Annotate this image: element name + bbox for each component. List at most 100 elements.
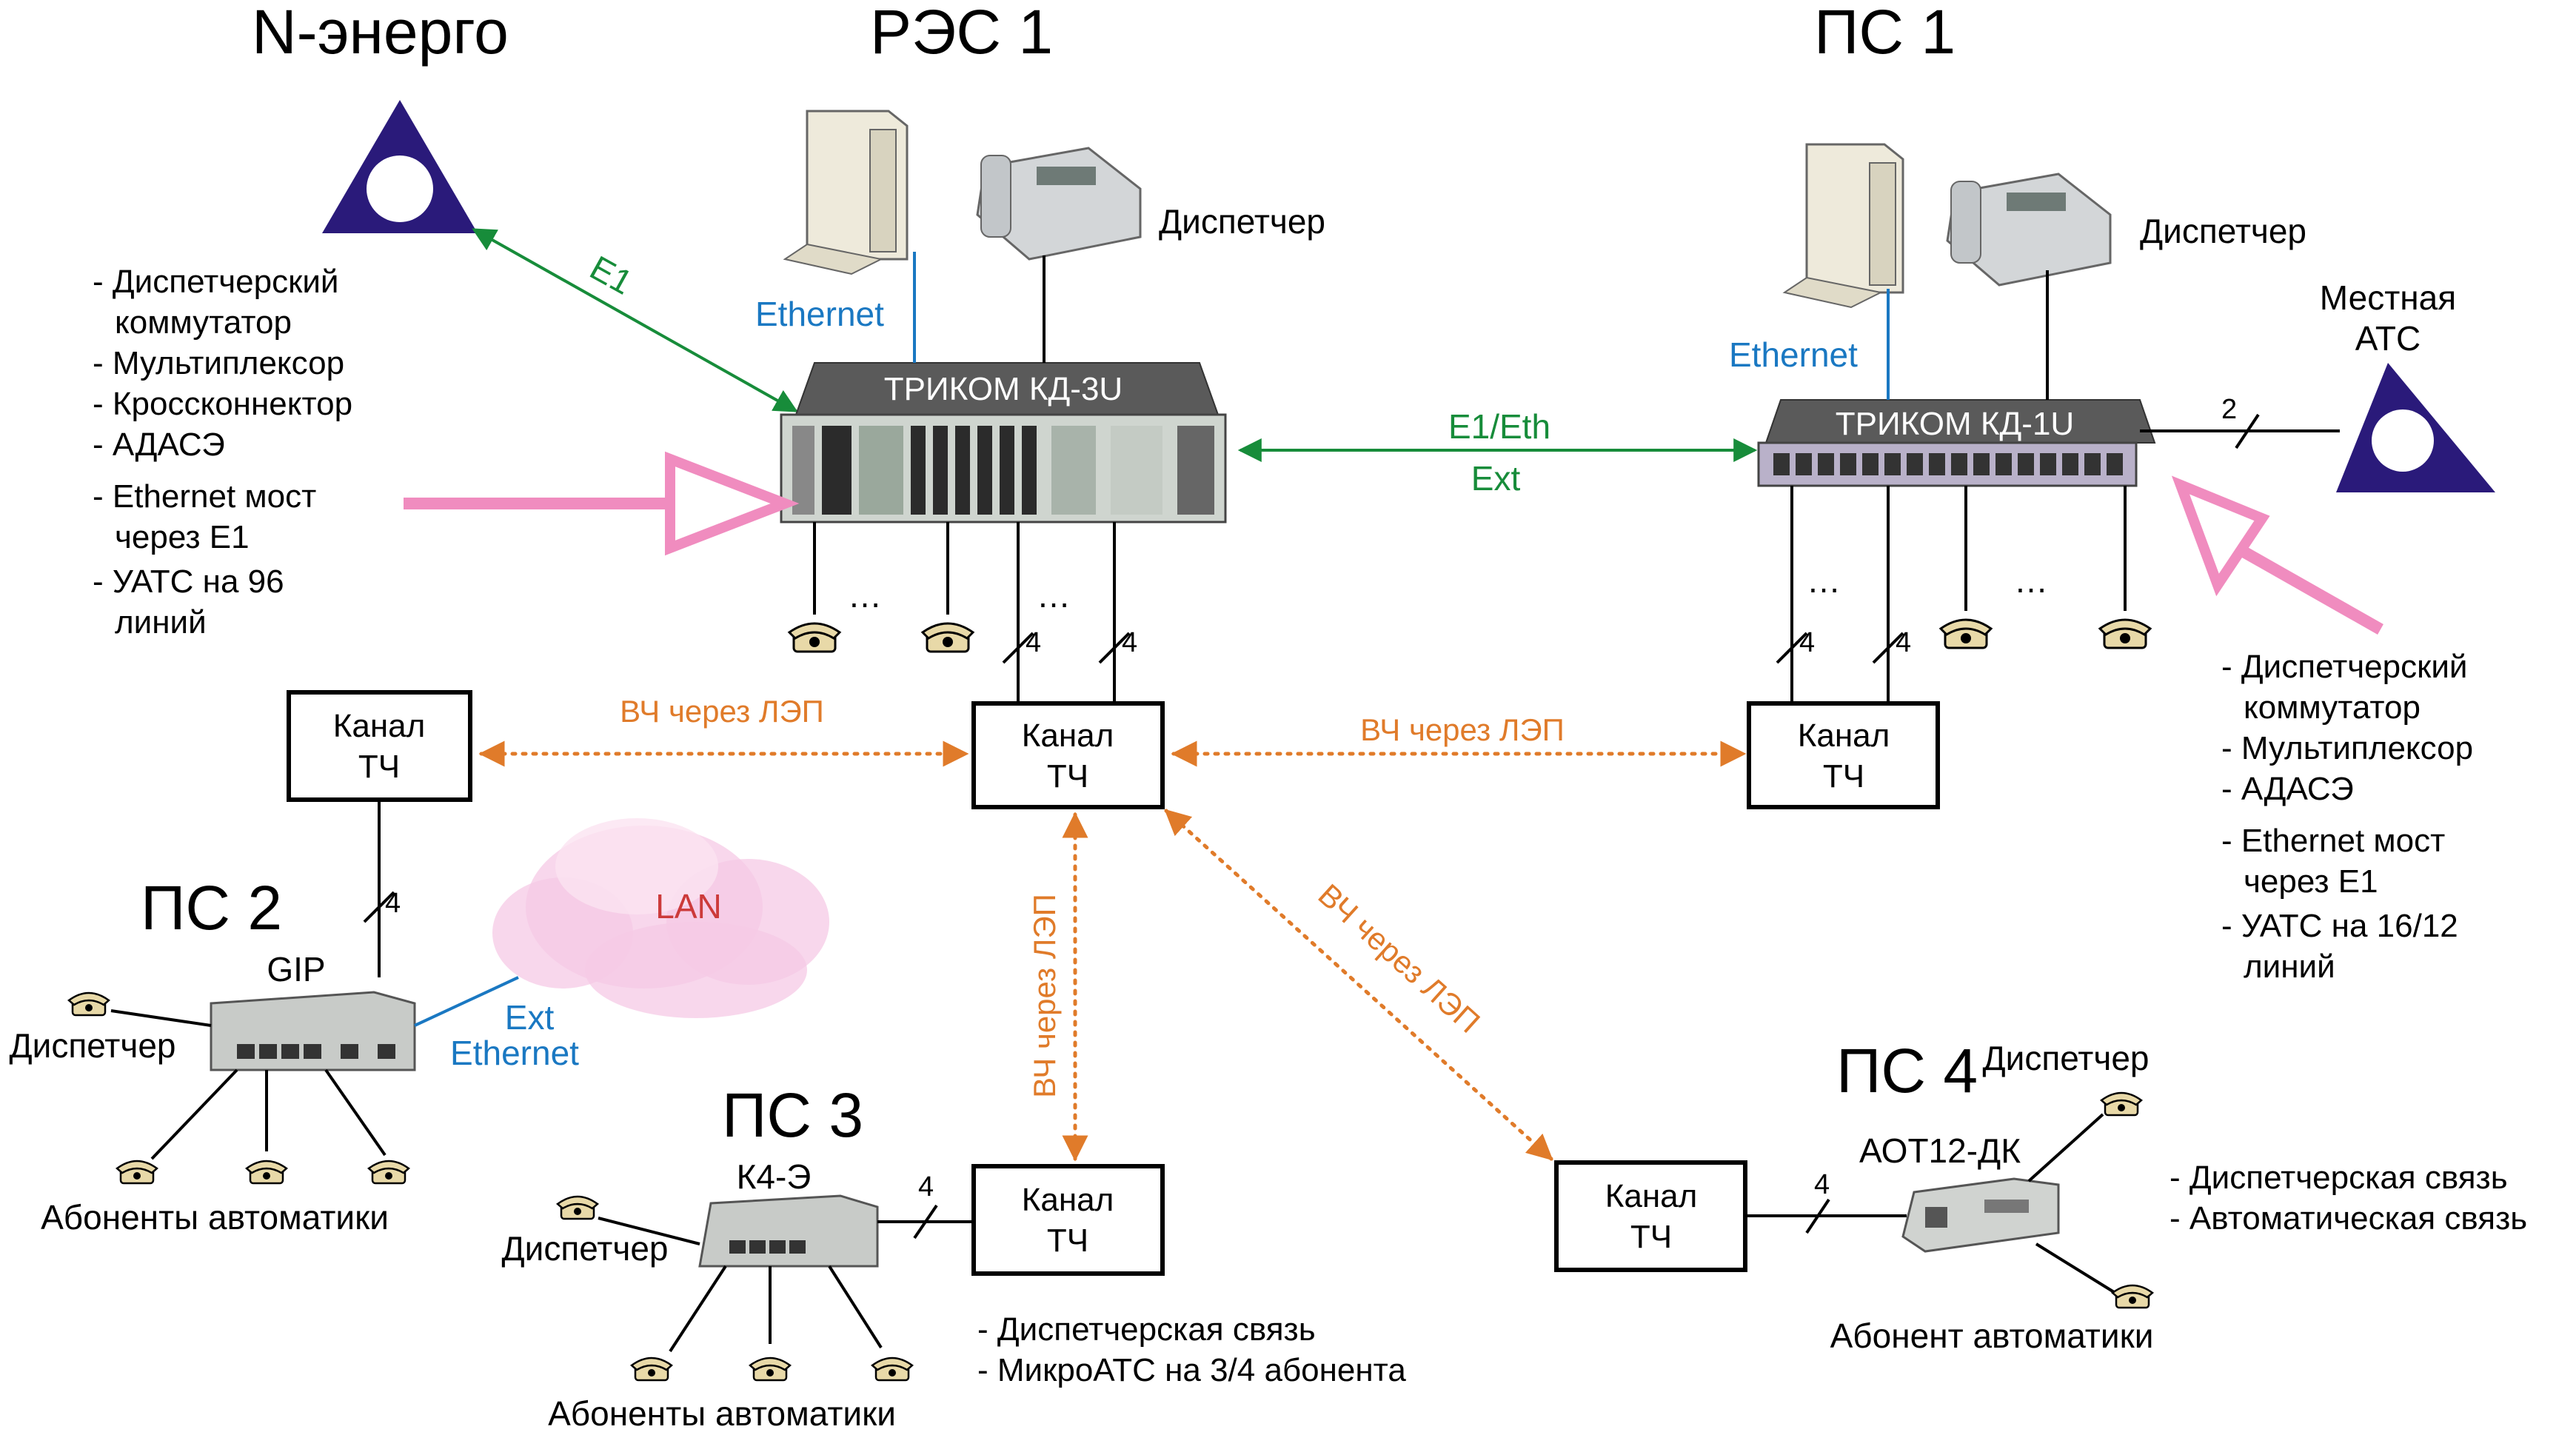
- ps2-channel-line-count: 4: [385, 888, 401, 919]
- aot-label: АОТ12-ДК: [1859, 1131, 2021, 1170]
- channel-box-label: Канал: [1605, 1178, 1698, 1214]
- vch-link-ps2-label: ВЧ через ЛЭП: [620, 694, 824, 729]
- kd3u-feature: - АДАСЭ: [93, 427, 225, 463]
- phone-icon: [556, 1195, 599, 1220]
- ps2-ethernet-label: Ethernet: [450, 1034, 579, 1072]
- ps3-subscriber-line: [669, 1265, 727, 1353]
- kd1u-feature: - Диспетчерский: [2221, 649, 2468, 685]
- phone-icon: [871, 1357, 914, 1382]
- kd1u-feature: коммутатор: [2244, 689, 2421, 726]
- channel-box-label: ТЧ: [358, 749, 400, 785]
- kd3u-channel-line-1-tick: [1002, 632, 1034, 664]
- vch-link-ps3-label: ВЧ через ЛЭП: [1027, 894, 1062, 1098]
- local-ats-label-1: Местная: [2320, 278, 2456, 317]
- ps3-dispatcher-line: [598, 1217, 700, 1245]
- trikom-kd3u-device: [780, 362, 1227, 524]
- site-title-ps1: ПС 1: [1814, 0, 1956, 67]
- ps4-channel-line-count: 4: [1814, 1169, 1830, 1200]
- local-ats-label-2: АТС: [2355, 319, 2421, 358]
- kd1u-feature: линий: [2244, 949, 2335, 985]
- trikom-kd1u-device: [1757, 399, 2156, 487]
- ps2-ethernet-line: [414, 976, 519, 1027]
- kd1u-channel-line-2-tick: [1872, 632, 1904, 664]
- ps4-channel-line-tick: [1805, 1198, 1830, 1234]
- channel-box-label: ТЧ: [1630, 1219, 1672, 1255]
- kd1u-feature-list: - Диспетчерский коммутатор - Мультиплекс…: [2221, 649, 2473, 985]
- ps3-channel-line-tick: [913, 1204, 938, 1240]
- ps2-dispatcher-label: Диспетчер: [9, 1026, 175, 1065]
- kd1u-feature: - Мультиплексор: [2221, 730, 2473, 766]
- local-ats-line-count: 2: [2221, 394, 2237, 425]
- ps4-feature: - Автоматическая связь: [2169, 1200, 2527, 1237]
- k4e-label: К4-Э: [737, 1157, 812, 1196]
- e1-link: [472, 228, 798, 412]
- kd1u-dots-right: …: [2014, 561, 2048, 600]
- kd3u-label: ТРИКОМ КД-3U: [884, 371, 1123, 407]
- res1-computer-icon: [783, 110, 909, 275]
- kd1u-pink-pointer-arrow: [2171, 475, 2383, 635]
- ps3-channel-line-count: 4: [918, 1171, 934, 1202]
- ps2-channel-line-tick: [363, 891, 395, 923]
- kd3u-dots-left: …: [848, 576, 882, 615]
- kd3u-feature-list: - Диспетчерский коммутатор - Мультиплекс…: [93, 264, 352, 640]
- local-ats-line-tick: [2235, 413, 2260, 449]
- ps2-subscriber-line: [324, 1068, 387, 1157]
- gip-device: [210, 991, 416, 1071]
- phone-icon: [749, 1357, 792, 1382]
- ps4-subscriber-label: Абонент автоматики: [1830, 1317, 2154, 1355]
- phone-icon: [2111, 1284, 2154, 1309]
- kd3u-channel-line-1-count: 4: [1026, 627, 1041, 658]
- ps2-dispatcher-line: [110, 1009, 212, 1027]
- ps2-subscribers-label: Абоненты автоматики: [41, 1198, 389, 1237]
- gip-label: GIP: [267, 950, 325, 989]
- kd3u-feature: линий: [115, 604, 207, 640]
- ps3-dispatcher-label: Диспетчер: [501, 1229, 668, 1268]
- ps4-feature: - Диспетчерская связь: [2169, 1160, 2508, 1196]
- kd1u-feature: - Ethernet мост: [2221, 823, 2445, 859]
- kd3u-feature: - Ethernet мост: [93, 478, 316, 515]
- local-ats-icon: [2336, 363, 2495, 492]
- kd1u-feature: - АДАСЭ: [2221, 771, 2354, 807]
- phone-icon: [1939, 618, 1993, 649]
- phone-icon: [630, 1357, 673, 1382]
- site-title-ps4: ПС 4: [1836, 1036, 1978, 1105]
- phone-icon: [788, 622, 841, 653]
- kd3u-feature: - УАТС на 96: [93, 563, 284, 600]
- ps2-subscriber-line: [150, 1068, 238, 1160]
- channel-box-ps3: Канал ТЧ: [971, 1164, 1165, 1276]
- ps3-subscribers-label: Абоненты автоматики: [548, 1394, 896, 1433]
- channel-box-ps2: Канал ТЧ: [287, 690, 472, 802]
- vch-link-ps1-label: ВЧ через ЛЭП: [1360, 712, 1565, 747]
- e1-eth-ext-label: Ext: [1471, 459, 1521, 498]
- n-energo-exchange-icon: [322, 100, 478, 233]
- channel-box-ps1: Канал ТЧ: [1747, 701, 1940, 809]
- kd3u-channel-line-2-tick: [1098, 632, 1131, 664]
- kd1u-channel-line-1-count: 4: [1799, 627, 1815, 658]
- kd3u-channel-line-2-count: 4: [1122, 627, 1137, 658]
- aot12-dk-device: [1901, 1177, 2060, 1253]
- site-title-ps2: ПС 2: [141, 873, 282, 943]
- ps1-computer-icon: [1782, 143, 1904, 309]
- phone-icon: [116, 1160, 158, 1185]
- vch-link-ps4: [1164, 809, 1553, 1161]
- res1-dispatcher-label: Диспетчер: [1159, 202, 1325, 241]
- kd1u-channel-line-1-tick: [1776, 632, 1808, 664]
- phone-icon: [67, 991, 110, 1017]
- site-title-res1: РЭС 1: [870, 0, 1053, 67]
- ps3-feature: - Диспетчерская связь: [977, 1311, 1316, 1348]
- channel-box-label: Канал: [1022, 718, 1114, 754]
- ps4-dispatcher-label: Диспетчер: [1982, 1039, 2149, 1077]
- kd1u-channel-line-2-count: 4: [1896, 627, 1911, 658]
- kd3u-pink-pointer-arrow: [404, 451, 800, 556]
- channel-box-label: Канал: [1022, 1182, 1114, 1218]
- kd3u-feature: коммутатор: [115, 304, 292, 341]
- lan-cloud-icon: [492, 818, 829, 1018]
- lan-label: LAN: [655, 887, 721, 926]
- ps1-dispatcher-label: Диспетчер: [2140, 212, 2306, 250]
- phone-icon: [2100, 1091, 2143, 1117]
- kd1u-label: ТРИКОМ КД-1U: [1836, 406, 2074, 442]
- ps4-dispatcher-line: [2027, 1113, 2104, 1183]
- kd3u-feature: - Кроссконнектор: [93, 386, 352, 422]
